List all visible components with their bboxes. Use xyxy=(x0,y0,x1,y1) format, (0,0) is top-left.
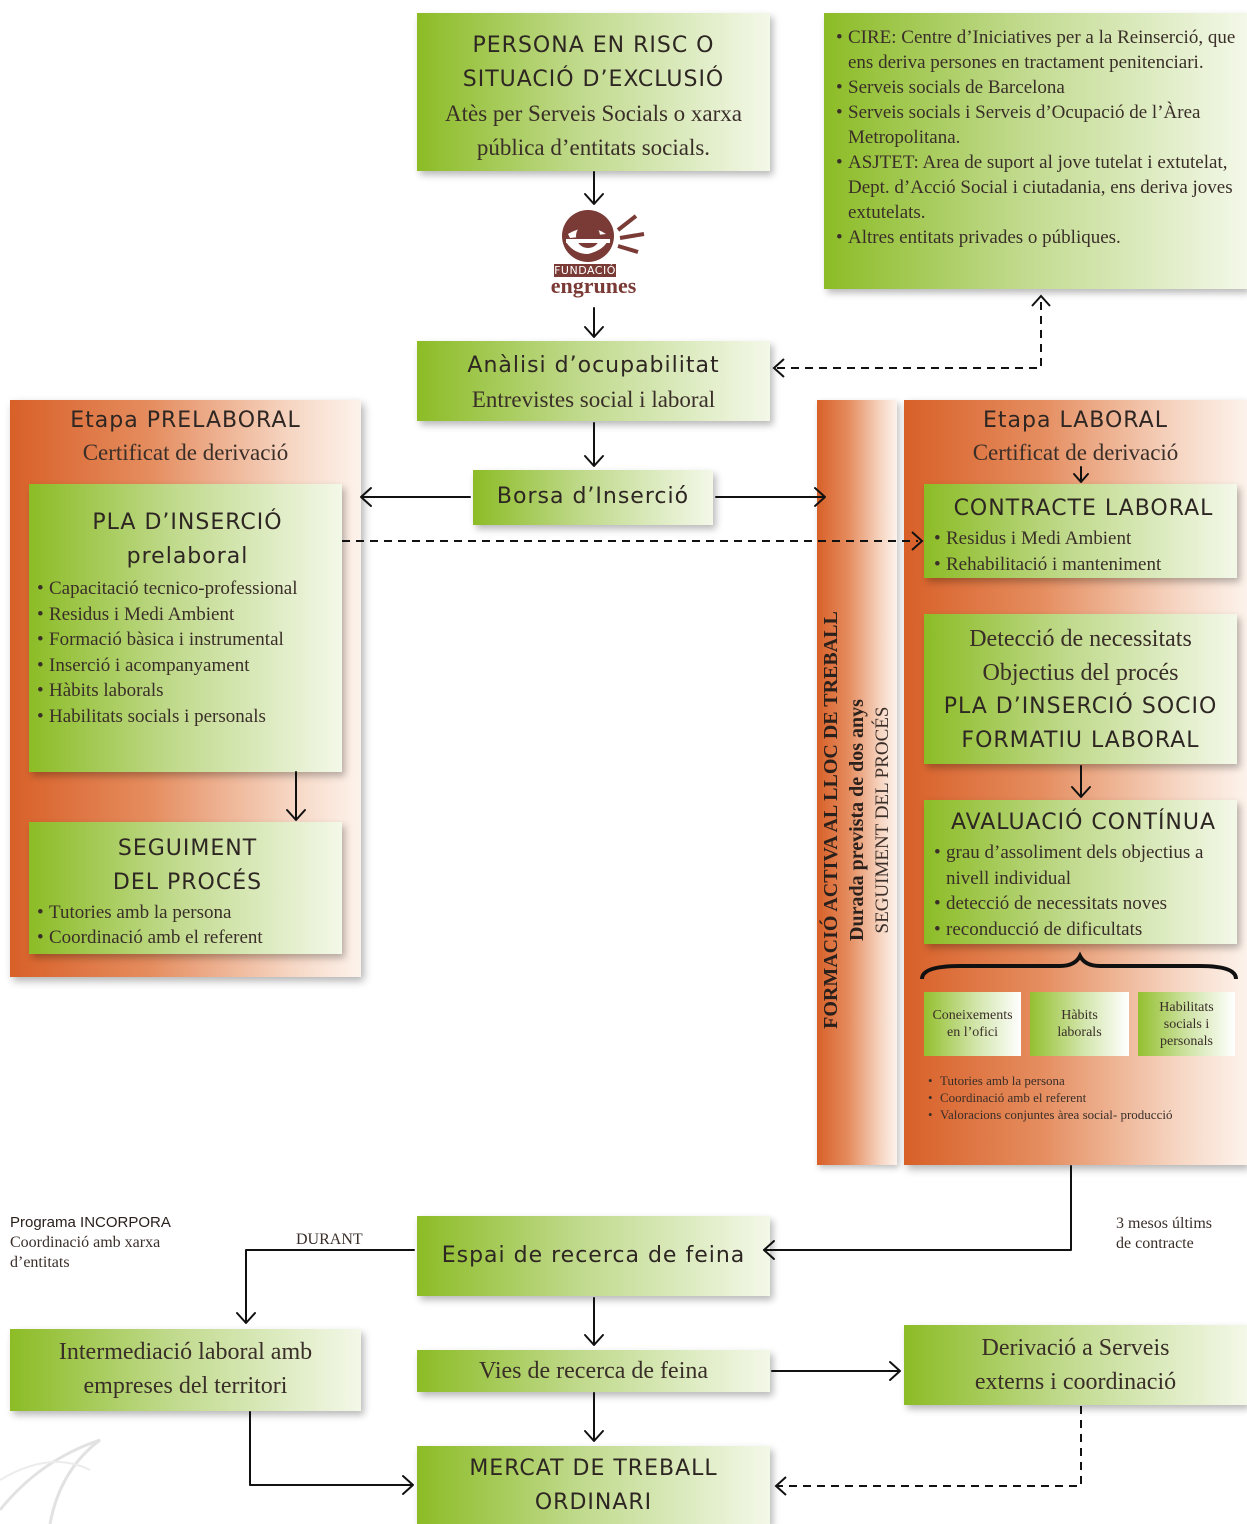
persona-risc-title-2: SITUACIÓ D’EXCLUSIÓ xyxy=(462,67,725,92)
pla-prelaboral-item: Hàbits laborals xyxy=(37,678,338,704)
seguiment-list: Tutories amb la personaCoordinació amb e… xyxy=(37,900,338,950)
deteccio-box: Detecció de necessitats Objectius del pr… xyxy=(924,614,1237,764)
mesos-note: 3 mesos últims de contracte xyxy=(1116,1214,1247,1254)
small-box-habits: Hàbits laborals xyxy=(1030,992,1129,1056)
referral-item: ASJTET: Area de suport al jove tutelat i… xyxy=(836,150,1243,225)
vies-recerca-box: Vies de recerca de feina xyxy=(417,1350,770,1392)
engrunes-e-icon xyxy=(554,210,645,277)
pla-prelaboral-box: PLA D’INSERCIÓ prelaboral Capacitació te… xyxy=(29,484,342,772)
band-line-3: SEGUIMENT DEL PROCÉS xyxy=(872,706,893,934)
referral-item: Serveis socials i Serveis d’Ocupació de … xyxy=(836,100,1243,150)
small-box-habilitats: Habilitats socials i personals xyxy=(1138,992,1235,1056)
avaluacio-item: grau d’assoliment dels objectius a nivel… xyxy=(934,840,1233,891)
derivacio-line-1: Derivació a Serveis xyxy=(981,1335,1170,1361)
avaluacio-box: AVALUACIÓ CONTÍNUA grau d’assoliment del… xyxy=(924,800,1237,944)
intermediacio-line-2: empreses del territori xyxy=(83,1373,288,1399)
deteccio-line-2: Objectius del procés xyxy=(982,660,1179,686)
deteccio-line-4: FORMATIU LABORAL xyxy=(961,728,1200,753)
persona-risc-box: PERSONA EN RISC O SITUACIÓ D’EXCLUSIÓ At… xyxy=(417,13,770,171)
pla-prelaboral-title-2: prelaboral xyxy=(126,544,249,569)
avaluacio-item: reconducció de dificultats xyxy=(934,917,1233,943)
band-line-1: FORMACIÓ ACTIVA AL LLOC DE TREBALL xyxy=(820,611,842,1029)
seguiment-title-2: DEL PROCÉS xyxy=(112,870,263,895)
borsa-box: Borsa d’Inserció xyxy=(473,470,713,525)
laboral-small-item: Valoracions conjuntes àrea social- produ… xyxy=(928,1106,1246,1123)
avaluacio-item: detecció de necessitats noves xyxy=(934,891,1233,917)
analisi-title: Anàlisi d’ocupabilitat xyxy=(467,353,720,378)
seguiment-item: Tutories amb la persona xyxy=(37,900,338,925)
laboral-small-item: Coordinació amb el referent xyxy=(928,1089,1246,1106)
analisi-sub: Entrevistes social i laboral xyxy=(471,387,716,412)
fundacio-engrunes-logo: FUNDACIÓ engrunes xyxy=(526,208,661,300)
pla-prelaboral-item: Habilitats socials i personals xyxy=(37,704,338,730)
referrals-box: CIRE: Centre d’Iniciatives per a la Rein… xyxy=(824,13,1247,289)
contracte-item: Residus i Medi Ambient xyxy=(934,526,1233,552)
small-box-coneixements: Coneixements en l’ofici xyxy=(924,992,1021,1056)
contracte-title: CONTRACTE LABORAL xyxy=(953,496,1214,521)
logo-label-bottom: engrunes xyxy=(550,273,637,298)
espai-label: Espai de recerca de feina xyxy=(441,1243,746,1268)
small-box-habilitats-label: Habilitats socials i personals xyxy=(1159,999,1214,1049)
pla-prelaboral-item: Capacitació tecnico-professional xyxy=(37,576,338,602)
avaluacio-title: AVALUACIÓ CONTÍNUA xyxy=(950,810,1217,835)
referral-item: CIRE: Centre d’Iniciatives per a la Rein… xyxy=(836,25,1243,75)
prelaboral-sub: Certificat de derivació xyxy=(82,440,289,465)
referral-item: Serveis socials de Barcelona xyxy=(836,75,1243,100)
formacio-activa-band: FORMACIÓ ACTIVA AL LLOC DE TREBALL Durad… xyxy=(817,400,897,1165)
pla-prelaboral-item: Inserció i acompanyament xyxy=(37,653,338,679)
intermediacio-line-1: Intermediació laboral amb xyxy=(58,1339,313,1365)
logo-label-top: FUNDACIÓ xyxy=(554,264,616,277)
pla-prelaboral-list: Capacitació tecnico-professional Residus… xyxy=(37,576,338,729)
pla-prelaboral-item: Formació bàsica i instrumental xyxy=(37,627,338,653)
incorpora-title: Programa INCORPORA xyxy=(10,1214,171,1231)
seguiment-prelaboral-box: SEGUIMENT DEL PROCÉS Tutories amb la per… xyxy=(29,822,342,954)
decorative-swirl-icon xyxy=(0,1438,101,1524)
contracte-list: Residus i Medi AmbientRehabilitació i ma… xyxy=(934,526,1233,578)
seguiment-item: Coordinació amb el referent xyxy=(37,925,338,950)
incorpora-line-1: Coordinació amb xarxa xyxy=(10,1234,161,1251)
deteccio-line-3: PLA D’INSERCIÓ SOCIO xyxy=(943,694,1218,719)
referral-item: Altres entitats privades o públiques. xyxy=(836,225,1243,250)
avaluacio-list: grau d’assoliment dels objectius a nivel… xyxy=(934,840,1233,942)
laboral-small-item: Tutories amb la persona xyxy=(928,1072,1246,1089)
incorpora-note: Programa INCORPORA Coordinació amb xarxa… xyxy=(10,1213,220,1273)
prelaboral-title: Etapa PRELABORAL xyxy=(70,408,301,433)
laboral-sub: Certificat de derivació xyxy=(972,440,1179,465)
persona-risc-title-1: PERSONA EN RISC O xyxy=(472,33,715,58)
laboral-title: Etapa LABORAL xyxy=(983,408,1168,433)
derivacio-box: Derivació a Serveis externs i coordinaci… xyxy=(904,1325,1247,1405)
pla-prelaboral-item: Residus i Medi Ambient xyxy=(37,602,338,628)
espai-recerca-box: Espai de recerca de feina xyxy=(417,1216,770,1296)
persona-risc-sub-1: Atès per Serveis Socials o xarxa xyxy=(444,101,742,126)
seguiment-title-1: SEGUIMENT xyxy=(117,836,258,861)
borsa-label: Borsa d’Inserció xyxy=(496,484,690,509)
laboral-small-list: Tutories amb la personaCoordinació amb e… xyxy=(928,1072,1246,1123)
incorpora-line-2: d’entitats xyxy=(10,1254,70,1271)
band-line-2: Durada prevista de dos anys xyxy=(846,699,868,941)
contracte-item: Rehabilitació i manteniment xyxy=(934,552,1233,578)
pla-prelaboral-title-1: PLA D’INSERCIÓ xyxy=(92,510,283,535)
small-box-coneixements-label: Coneixements en l’ofici xyxy=(932,1008,1013,1040)
mesos-line-2: de contracte xyxy=(1116,1235,1194,1252)
derivacio-line-2: externs i coordinació xyxy=(974,1369,1177,1395)
mercat-line-2: ORDINARI xyxy=(534,1490,653,1515)
small-box-habits-label: Hàbits laborals xyxy=(1057,1008,1102,1040)
intermediacio-box: Intermediació laboral amb empreses del t… xyxy=(10,1329,361,1411)
mesos-line-1: 3 mesos últims xyxy=(1116,1215,1213,1232)
deteccio-line-1: Detecció de necessitats xyxy=(969,626,1192,652)
analisi-box: Anàlisi d’ocupabilitat Entrevistes socia… xyxy=(417,341,770,421)
durant-label: DURANT xyxy=(296,1231,363,1248)
contracte-laboral-box: CONTRACTE LABORAL Residus i Medi Ambient… xyxy=(924,484,1237,578)
referrals-list: CIRE: Centre d’Iniciatives per a la Rein… xyxy=(836,25,1243,250)
mercat-box: MERCAT DE TREBALL ORDINARI xyxy=(417,1446,770,1524)
vies-label: Vies de recerca de feina xyxy=(478,1358,709,1384)
mercat-line-1: MERCAT DE TREBALL xyxy=(469,1456,718,1481)
persona-risc-sub-2: pública d’entitats socials. xyxy=(476,135,711,160)
